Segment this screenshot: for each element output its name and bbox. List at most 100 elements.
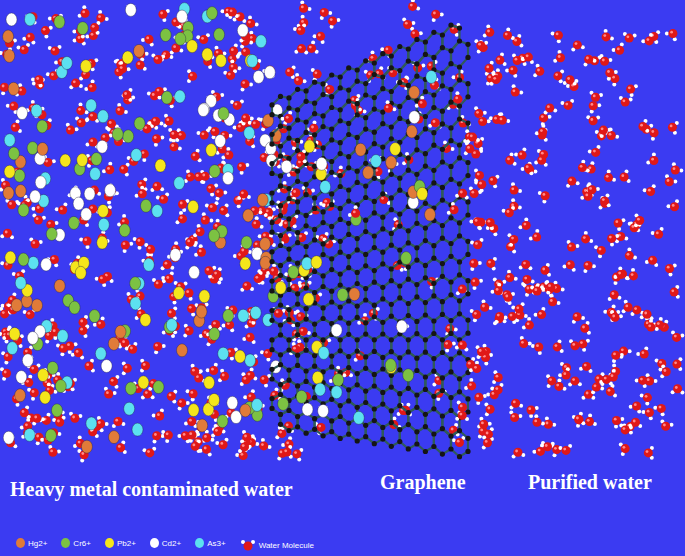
hydrogen-atom [226, 147, 230, 151]
oxygen-atom [206, 184, 215, 193]
hydrogen-atom [154, 143, 158, 147]
hydrogen-atom [248, 15, 252, 19]
highlight [36, 77, 39, 80]
highlight [153, 119, 156, 122]
oxygen-atom [104, 390, 113, 399]
highlight [60, 207, 63, 210]
oxygen-atom [199, 35, 208, 44]
highlight [166, 118, 169, 121]
highlight [122, 340, 125, 343]
hydrogen-atom [1, 304, 5, 308]
oxygen-atom [213, 427, 222, 436]
highlight [272, 393, 275, 396]
oxygen-atom [90, 23, 99, 32]
hydrogen-atom [82, 5, 86, 9]
oxygen-atom [146, 245, 155, 254]
oxygen-atom [58, 206, 67, 215]
highlight [125, 366, 128, 369]
highlight [84, 238, 87, 241]
highlight [197, 229, 200, 232]
highlight [239, 164, 242, 167]
oxygen-atom [190, 367, 199, 376]
highlight [90, 206, 93, 209]
oxygen-atom [119, 165, 128, 174]
highlight [145, 391, 148, 394]
highlight [22, 47, 25, 50]
highlight [32, 390, 35, 393]
hydrogen-atom [158, 95, 162, 99]
highlight [315, 71, 318, 74]
oxygen-atom [141, 361, 150, 370]
highlight [231, 48, 234, 51]
hydrogen-atom [230, 60, 234, 64]
highlight [212, 129, 215, 132]
hydrogen-atom [57, 450, 61, 454]
oxygen-atom [201, 172, 210, 181]
highlight [190, 74, 193, 77]
highlight [92, 25, 95, 28]
hydrogen-atom [142, 158, 146, 162]
highlight [25, 350, 28, 353]
highlight [90, 139, 93, 142]
highlight [262, 155, 265, 158]
highlight [220, 442, 223, 445]
highlight [89, 85, 92, 88]
hydrogen-atom [258, 234, 262, 238]
highlight [284, 222, 287, 225]
hydrogen-atom [237, 66, 241, 70]
hydrogen-atom [22, 37, 26, 41]
highlight [154, 136, 157, 139]
oxygen-atom [107, 119, 116, 128]
highlight [266, 209, 269, 212]
highlight [106, 391, 109, 394]
oxygen-atom [185, 326, 194, 335]
highlight [3, 183, 6, 186]
hydrogen-atom [55, 207, 59, 211]
oxygen-atom [70, 414, 79, 423]
hydrogen-atom [196, 432, 200, 436]
highlight [241, 191, 244, 194]
hydrogen-atom [105, 422, 109, 426]
oxygen-atom [83, 237, 92, 246]
highlight [203, 217, 206, 220]
hydrogen-atom [41, 417, 45, 421]
highlight [287, 69, 290, 72]
hydrogen-atom [124, 110, 128, 114]
hydrogen-atom [56, 372, 60, 376]
oxygen-atom [55, 418, 64, 427]
oxygen-atom [51, 46, 60, 55]
hydrogen-atom [238, 51, 242, 55]
hydrogen-atom [303, 79, 307, 83]
hydrogen-atom [208, 275, 212, 279]
hydrogen-atom [216, 219, 220, 223]
highlight [10, 297, 13, 300]
highlight [235, 103, 238, 106]
highlight [189, 419, 192, 422]
hydrogen-atom [261, 438, 265, 442]
highlight [155, 344, 158, 347]
oxygen-atom [254, 274, 263, 283]
hydrogen-atom [72, 29, 76, 33]
highlight [157, 89, 160, 92]
hydrogen-atom [125, 346, 129, 350]
oxygen-atom [143, 389, 152, 398]
oxygen-atom [187, 417, 196, 426]
highlight [161, 197, 164, 200]
hydrogen-atom [75, 127, 79, 131]
highlight [165, 262, 168, 265]
oxygen-atom [123, 364, 132, 373]
hydrogen-atom [194, 241, 198, 245]
oxygen-atom [229, 47, 238, 56]
oxygen-atom [109, 377, 118, 386]
hydrogen-atom [206, 368, 210, 372]
oxygen-atom [88, 83, 97, 92]
hydrogen-atom [249, 31, 253, 35]
hydrogen-atom [281, 443, 285, 447]
oxygen-atom [77, 118, 86, 127]
oxygen-atom [89, 138, 98, 147]
hydrogen-atom [240, 171, 244, 175]
highlight [98, 421, 101, 424]
oxygen-atom [292, 449, 301, 458]
highlight [196, 375, 199, 378]
hydrogen-atom [44, 35, 48, 39]
